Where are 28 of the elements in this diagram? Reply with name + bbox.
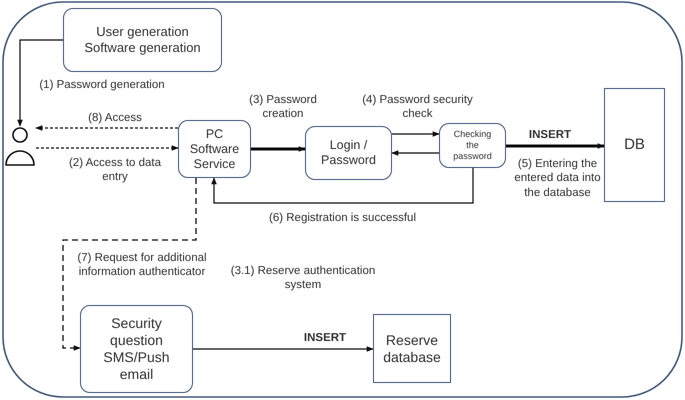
arrow	[35, 125, 178, 131]
arrow	[193, 346, 374, 352]
node-text: Login / Password	[320, 138, 377, 168]
database-box	[373, 314, 451, 383]
arrow	[62, 178, 197, 351]
arrow	[392, 131, 440, 137]
database-box	[604, 88, 665, 202]
note-text: (3.1) Reserve authentication system	[230, 264, 376, 293]
process-box	[178, 120, 251, 178]
process-box	[63, 8, 222, 72]
person-icon	[4, 126, 36, 166]
node-text: Checking the password	[452, 129, 493, 162]
node-text: User generation	[95, 24, 190, 40]
arrow	[391, 150, 439, 156]
node-text: Software generation	[83, 40, 202, 56]
arrow	[17, 39, 63, 127]
node-text: Security question SMS/Push email	[102, 315, 171, 383]
process-box	[305, 126, 392, 180]
node-text: PC Software Service	[188, 126, 240, 172]
arrow	[506, 143, 605, 149]
node-text: Reserve database	[382, 332, 442, 366]
arrow	[251, 146, 306, 152]
process-box	[80, 305, 193, 393]
arrow	[36, 145, 179, 151]
process-box	[439, 123, 506, 168]
note-text: (5) Entering the entered data into the database	[513, 157, 602, 200]
arrow	[211, 168, 474, 204]
node-text: DB	[623, 136, 646, 154]
